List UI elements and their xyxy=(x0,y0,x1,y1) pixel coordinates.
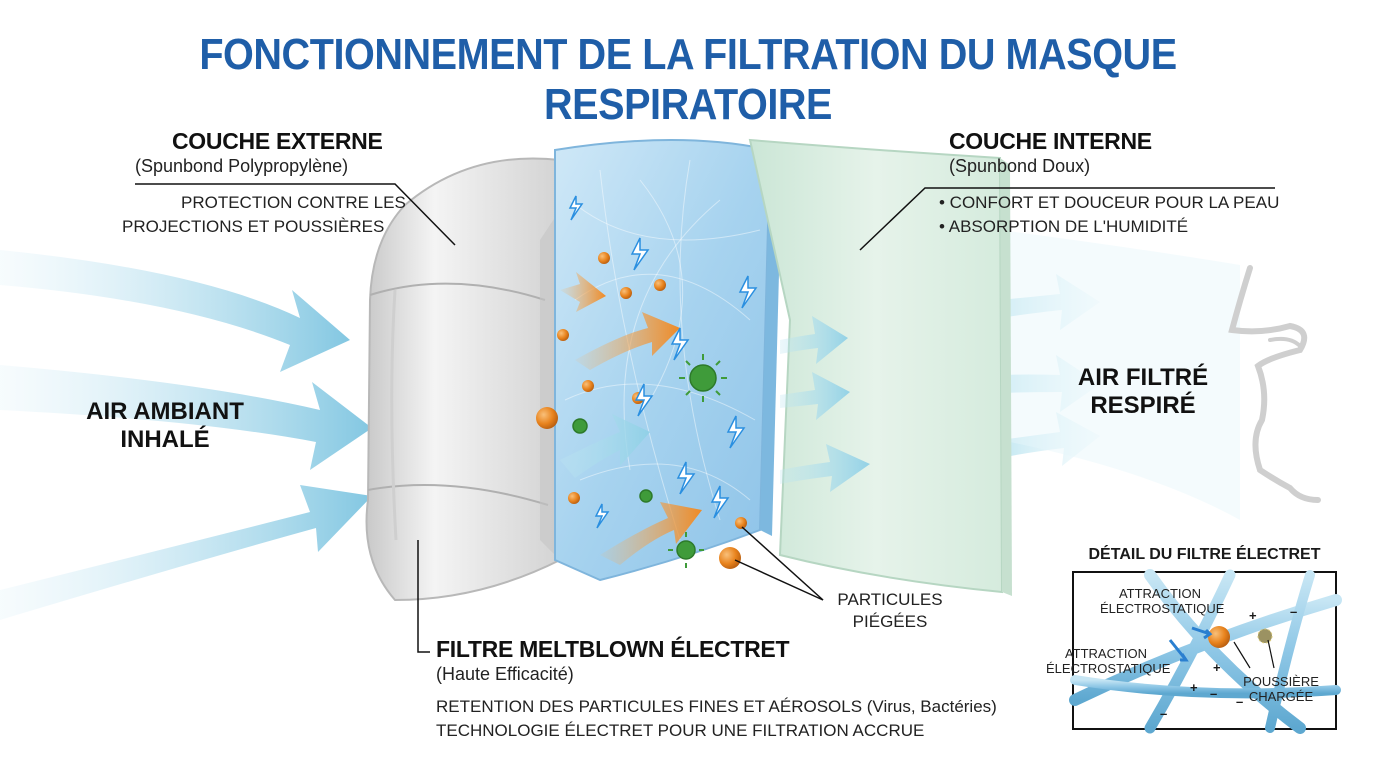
leader-lines xyxy=(135,183,1275,653)
particle xyxy=(1208,626,1230,648)
ambient-air-label-2: INHALÉ xyxy=(120,426,210,453)
meltblown-desc-2: TECHNOLOGIE ÉLECTRET POUR UNE FILTRATION… xyxy=(436,721,925,740)
virus-icon xyxy=(572,354,727,568)
charge-plus: + xyxy=(1190,680,1198,695)
inner-layer-shape xyxy=(748,138,1012,596)
particle-arrows xyxy=(560,272,702,565)
particle xyxy=(654,279,666,291)
charge-minus: – xyxy=(1160,706,1168,721)
inner-layer-material: (Spunbond Doux) xyxy=(949,156,1091,176)
particle xyxy=(735,517,747,529)
charge-minus: – xyxy=(1236,694,1244,709)
outer-layer-material: (Spunbond Polypropylène) xyxy=(135,156,349,176)
inner-layer-bullet-1: • CONFORT ET DOUCEUR POUR LA PEAU xyxy=(939,193,1280,212)
particle xyxy=(582,380,594,392)
charge-minus: – xyxy=(1290,604,1298,619)
charged-dust-label-1: POUSSIÈRE xyxy=(1243,674,1319,689)
particle xyxy=(719,547,741,569)
inner-layer-bullet-2: • ABSORPTION DE L'HUMIDITÉ xyxy=(939,217,1189,236)
filtered-air-arrows xyxy=(1000,230,1240,520)
charged-dust-label-2: CHARGÉE xyxy=(1248,689,1314,704)
ambient-air-arrows xyxy=(0,250,372,620)
electret-detail-heading: DÉTAIL DU FILTRE ÉLECTRET xyxy=(1088,546,1321,563)
charge-plus: + xyxy=(1213,660,1221,675)
particle xyxy=(557,329,569,341)
particle xyxy=(620,287,632,299)
outer-layer-desc-2: PROJECTIONS ET POUSSIÈRES xyxy=(122,217,385,236)
attraction-label-1a: ATTRACTION xyxy=(1118,586,1202,601)
outer-layer-shape xyxy=(365,157,561,602)
filtered-air-label-2: RESPIRÉ xyxy=(1090,392,1196,419)
particle xyxy=(568,492,580,504)
inner-layer-heading: COUCHE INTERNE xyxy=(949,128,1152,154)
trapped-particles-label-2: PIÉGÉES xyxy=(852,612,928,631)
electret-detail-box xyxy=(1069,569,1342,734)
nose-profile-icon xyxy=(1228,265,1321,503)
charge-minus: – xyxy=(1210,686,1218,701)
outer-layer-heading: COUCHE EXTERNE xyxy=(172,128,383,154)
trapped-particles-label-1: PARTICULES xyxy=(837,590,943,609)
filtered-air-label-1: AIR FILTRÉ xyxy=(1077,364,1209,391)
attraction-label-2a: ATTRACTION xyxy=(1064,646,1148,661)
page-title: FONCTIONNEMENT DE LA FILTRATION DU MASQU… xyxy=(199,30,1177,129)
meltblown-filter-shape xyxy=(554,139,782,582)
particle xyxy=(536,407,558,429)
ambient-air-label-1: AIR AMBIANT xyxy=(86,398,244,425)
attraction-label-1b: ÉLECTROSTATIQUE xyxy=(1100,601,1225,616)
meltblown-material: (Haute Efficacité) xyxy=(436,664,574,684)
particle xyxy=(1257,628,1273,644)
meltblown-desc-1: RETENTION DES PARTICULES FINES ET AÉROSO… xyxy=(436,697,997,716)
meltblown-heading: FILTRE MELTBLOWN ÉLECTRET xyxy=(436,636,790,662)
attraction-label-2b: ÉLECTROSTATIQUE xyxy=(1046,661,1171,676)
particle xyxy=(598,252,610,264)
mid-air-arrows xyxy=(560,316,870,492)
outer-layer-desc-1: PROTECTION CONTRE LES xyxy=(181,193,406,212)
charge-plus: + xyxy=(1249,608,1257,623)
lightning-icon xyxy=(568,195,758,529)
